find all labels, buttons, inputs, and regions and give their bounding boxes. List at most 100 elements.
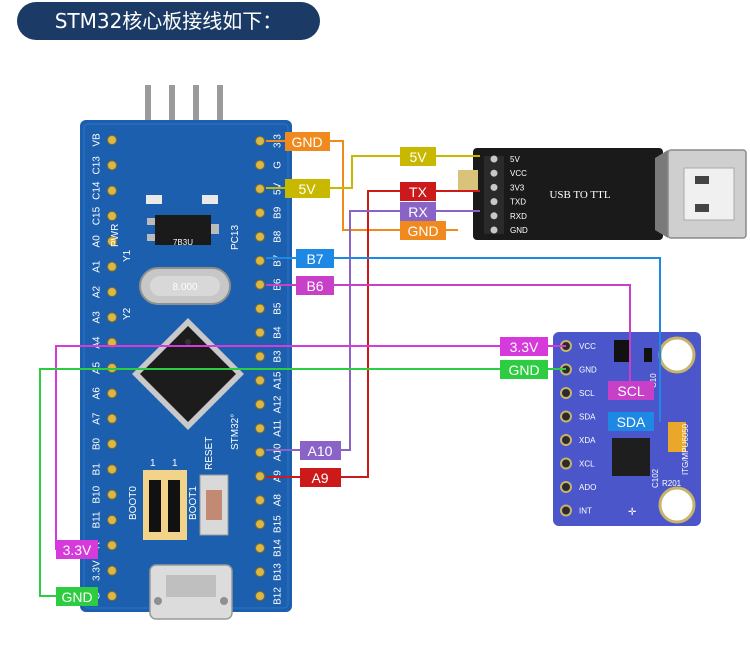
usb-pin-label: VCC: [510, 169, 527, 178]
left-pin-pad: [107, 540, 117, 551]
y1-label: Y1: [122, 249, 133, 262]
tag-5v-stm-text: 5V: [298, 181, 316, 197]
tag-a10-text: A10: [308, 443, 333, 459]
usb-pin-label: 5V: [510, 155, 520, 164]
tag-mpu-sda-text: SDA: [617, 414, 646, 430]
boot1-label: BOOT1: [188, 486, 199, 520]
mpu-part-c102: C102: [651, 468, 660, 488]
left-pin-pad: [107, 388, 117, 399]
tag-gnd-stm-text: GND: [291, 134, 322, 150]
left-pin-label: A7: [92, 412, 103, 425]
mpu-pin-label: VCC: [579, 342, 596, 351]
left-pin-pad: [107, 591, 117, 601]
left-pin-pad: [107, 515, 117, 525]
mpu-pin-pad: [560, 387, 572, 399]
mpu-pin-label: XDA: [579, 436, 596, 445]
left-pin-pad: [107, 312, 117, 323]
left-pin-label: A1: [92, 260, 103, 273]
tag-usb-rx: [400, 202, 436, 221]
mpu-part-c10: C10: [649, 373, 658, 388]
right-pin-label: A8: [273, 494, 284, 507]
mpu-sensor-chip: [612, 438, 650, 476]
right-pin-label: A12: [273, 395, 284, 413]
reset-label: RESET: [204, 437, 215, 470]
left-pin-pad: [107, 135, 117, 145]
right-pin-pad: [255, 423, 265, 434]
tag-a9-text: A9: [311, 470, 328, 486]
right-pin-pad: [255, 567, 265, 578]
right-pin-label: B13: [273, 563, 284, 581]
tag-mpu-scl-text: SCL: [617, 383, 644, 399]
right-pin-pad: [255, 136, 265, 146]
tag-mpu-gnd: [500, 360, 548, 379]
tag-b7-text: B7: [306, 251, 323, 267]
tag-33v-left-text: 3.3V: [63, 542, 92, 558]
left-pin-pad: [107, 337, 117, 348]
axis-arrows: ✛: [628, 507, 636, 518]
right-pin-pad: [255, 207, 265, 218]
tag-usb-rx-text: RX: [408, 204, 428, 220]
tag-b7: [296, 249, 334, 268]
left-pin-pad: [107, 236, 117, 247]
tag-b6: [296, 276, 334, 295]
right-pin-pad: [255, 495, 265, 506]
right-pin-label: B4: [273, 326, 284, 339]
right-pin-label: A11: [273, 419, 284, 436]
usb-pin-label: 3V3: [510, 183, 525, 192]
right-pin-pad: [255, 351, 265, 362]
left-pin-pad: [107, 160, 117, 171]
right-pin-pad: [255, 543, 265, 554]
tag-33v-left: [56, 540, 98, 559]
left-pin-label: C15: [92, 206, 103, 225]
jumper-1a: 1: [150, 458, 156, 469]
right-pin-label: B3: [273, 350, 284, 363]
right-pin-label: B12: [273, 587, 284, 605]
mpu-part-r201: R201: [662, 479, 682, 488]
left-pin-label: 3.3V: [92, 560, 103, 581]
right-pin-label: A15: [273, 371, 284, 389]
usb-pin-pad: [490, 169, 498, 177]
wire-b7-sda: [334, 257, 661, 422]
mpu-pin-label: SDA: [579, 413, 596, 422]
wire-5v-usb: [330, 155, 400, 189]
usb-pin-pad: [490, 226, 498, 234]
left-pin-label: B10: [92, 485, 103, 503]
mpu-pin-pad: [560, 434, 572, 446]
stm32-silk: STM32°: [230, 414, 241, 450]
tag-mpu-sda: [608, 412, 654, 431]
right-pin-pad: [255, 327, 265, 338]
tag-gnd-left-text: GND: [61, 589, 92, 605]
mpu-pin-label: ADO: [579, 483, 596, 492]
mpu-hole-bottom: [658, 486, 696, 524]
tag-a9: [300, 468, 341, 487]
left-pin-label: A2: [92, 285, 103, 298]
left-pin-column: VBC13C14C15A0A1A2A3A4A5A6A7B0B1B10B11R3.…: [92, 133, 117, 601]
right-pin-pad: [255, 183, 265, 194]
right-pin-label: B7: [273, 254, 284, 267]
mpu-pin-label: INT: [579, 507, 592, 516]
mpu-pin-pad: [560, 457, 572, 470]
left-pin-pad: [107, 413, 117, 424]
right-pin-label: A10: [273, 443, 284, 461]
tag-usb-5v-text: 5V: [409, 149, 427, 165]
right-pin-pad: [255, 303, 265, 314]
left-pin-pad: [107, 211, 117, 221]
voltage-regulator: [155, 215, 211, 245]
tag-a10: [300, 441, 341, 460]
right-pin-pad: [255, 375, 265, 386]
mpu-pin-pad: [560, 410, 572, 423]
tag-mpu-33v: [500, 337, 548, 356]
right-pin-pad: [255, 591, 265, 601]
right-pin-label: B15: [273, 515, 284, 533]
left-pin-pad: [107, 287, 117, 297]
usb-pin-label: TXD: [510, 198, 526, 207]
usb-pin-pad: [490, 155, 498, 163]
stm32-board: VBC13C14C15A0A1A2A3A4A5A6A7B0B1B10B11R3.…: [80, 85, 292, 620]
left-pin-pad: [107, 261, 117, 272]
pc13-label: PC13: [230, 225, 241, 250]
label-tags: GND 5V B7 B6 A10 A9 3.3V GND 5V TX RX GN…: [56, 132, 654, 606]
tag-gnd-left: [56, 587, 98, 606]
right-pin-pad: [255, 471, 265, 482]
